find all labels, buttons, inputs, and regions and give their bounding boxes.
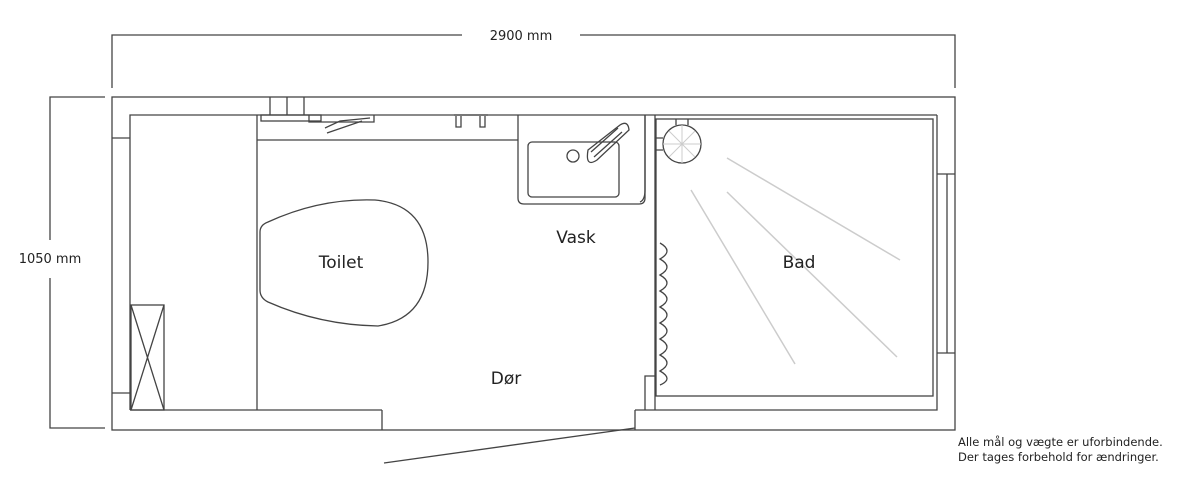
door: Dør [383, 369, 636, 464]
disclaimer-line-2: Der tages forbehold for ændringer. [958, 450, 1159, 464]
width-dimension: 2900 mm [111, 29, 956, 88]
toilet: Toilet [259, 199, 429, 327]
disclaimer-line-1: Alle mål og vægte er uforbindende. [958, 435, 1163, 449]
shower-label: Bad [783, 253, 816, 273]
toilet-label: Toilet [318, 253, 364, 273]
storage-column [130, 115, 258, 411]
height-label: 1050 mm [19, 252, 82, 267]
width-label: 2900 mm [490, 29, 553, 44]
counter [257, 97, 518, 141]
sink: Vask [517, 115, 646, 248]
shower: Bad [655, 118, 934, 397]
door-label: Dør [491, 369, 521, 389]
walls [111, 96, 956, 431]
partition-wall [639, 115, 656, 410]
sink-label: Vask [556, 228, 596, 248]
height-dimension: 1050 mm [19, 96, 105, 429]
